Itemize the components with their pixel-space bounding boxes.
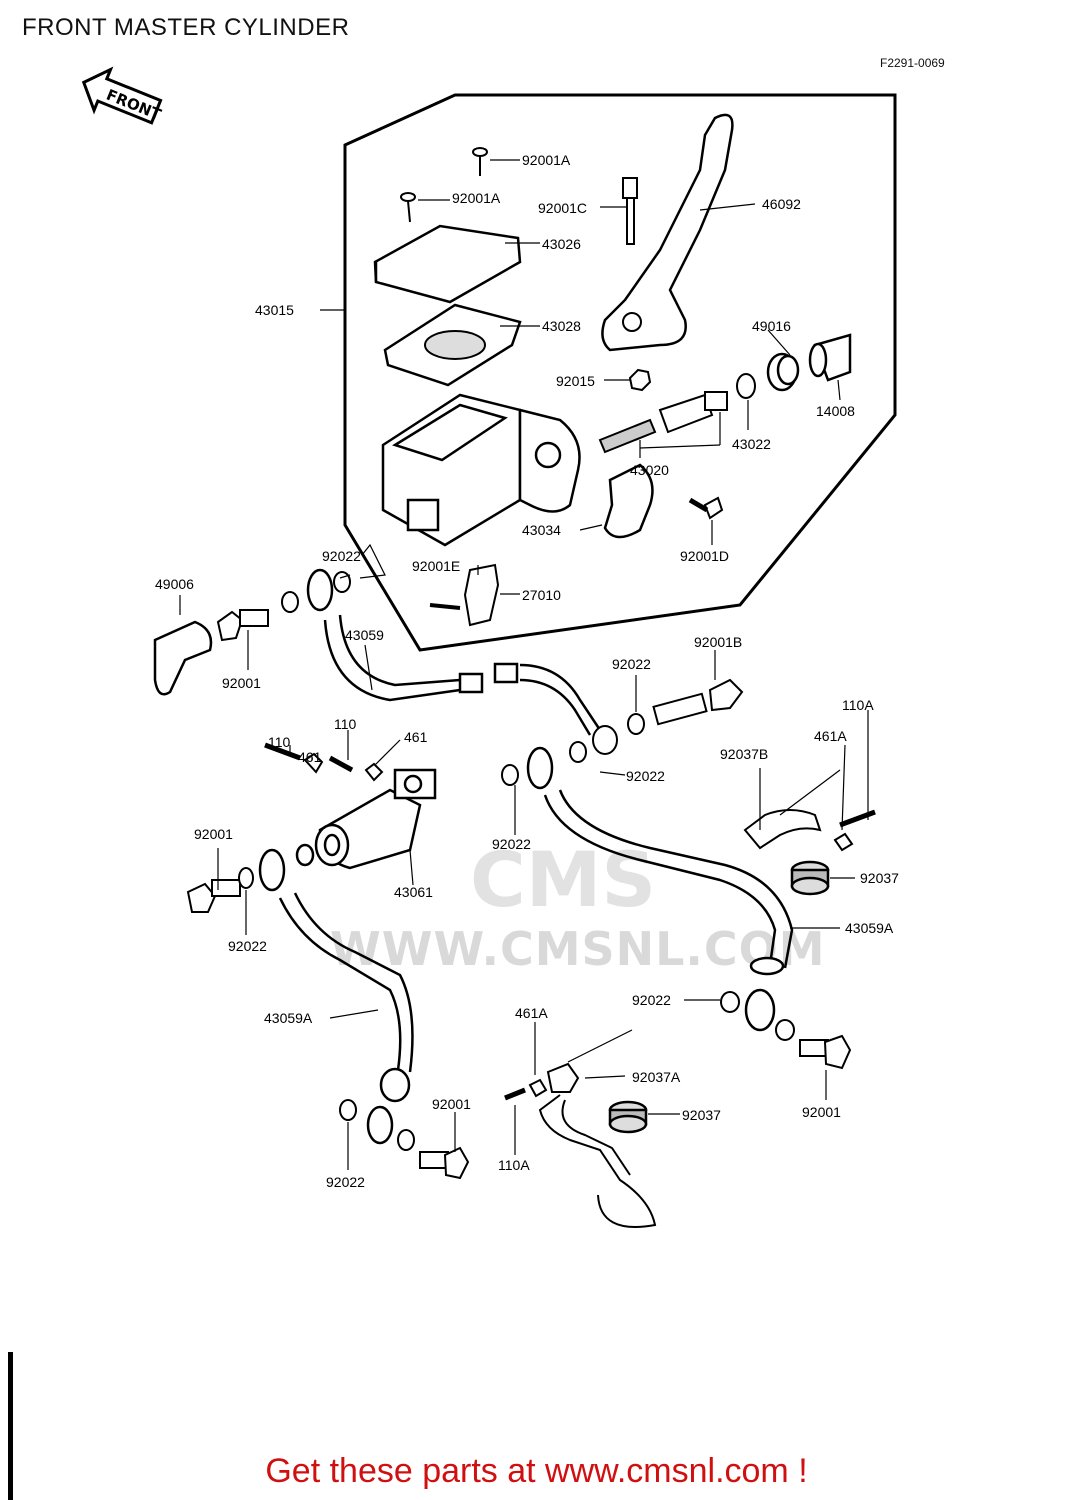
- banjo-bolt-icon: [799, 1034, 852, 1070]
- watermark-url: WWW.CMSNL.COM: [330, 922, 826, 976]
- watermark-logo: CMS: [470, 835, 657, 924]
- part-label-92001: 92001: [194, 826, 233, 842]
- washer-icon: [627, 713, 645, 735]
- part-label-92037A: 92037A: [632, 1069, 681, 1085]
- hose-clamp-92037B-icon: [743, 809, 822, 850]
- part-label-43061: 43061: [394, 884, 433, 900]
- master-cylinder-body-icon: [381, 393, 581, 547]
- three-way-joint-icon: [314, 768, 437, 870]
- dust-boot-icon: [766, 352, 800, 392]
- washer-icon: [720, 991, 740, 1013]
- part-label-461A: 461A: [515, 1005, 548, 1021]
- brake-hose-43059A-right-icon: [526, 746, 794, 1032]
- washer-icon: [333, 571, 351, 593]
- part-label-43059A: 43059A: [845, 920, 894, 936]
- front-arrow-icon: FRONT: [81, 66, 164, 125]
- part-label-92001A: 92001A: [522, 152, 571, 168]
- footer-link[interactable]: Get these parts at www.cmsnl.com !: [265, 1452, 808, 1490]
- bleeder-cap-icon: [153, 620, 213, 696]
- brake-hose-43059A-left-icon: [258, 843, 414, 1145]
- part-label-14008: 14008: [816, 403, 855, 419]
- part-label-461: 461: [298, 749, 322, 765]
- part-label-110: 110: [268, 734, 291, 750]
- part-label-92001A: 92001A: [452, 190, 501, 206]
- washer-icon: [736, 373, 756, 399]
- part-label-92022: 92022: [626, 768, 665, 784]
- page-title: FRONT MASTER CYLINDER: [22, 14, 350, 41]
- part-label-92015: 92015: [556, 373, 595, 389]
- hose-clamp-92037A-icon: [538, 1062, 657, 1228]
- screw-92001A-icon: [400, 147, 488, 223]
- part-label-110A: 110A: [498, 1157, 530, 1173]
- banjo-bolt-icon: [216, 609, 269, 642]
- part-label-43020: 43020: [630, 462, 669, 478]
- brake-hose-43059-icon: [306, 568, 602, 736]
- washer-icon: [775, 1019, 795, 1041]
- part-label-92001C: 92001C: [538, 200, 588, 216]
- brake-switch-icon: [429, 563, 500, 627]
- banjo-bolt-icon: [419, 1146, 470, 1180]
- bolt-92001D-icon: [688, 496, 724, 520]
- washer-icon: [339, 1099, 357, 1121]
- part-label-92037: 92037: [682, 1107, 721, 1123]
- part-label-49006: 49006: [155, 576, 194, 592]
- part-label-43059A: 43059A: [264, 1010, 313, 1026]
- reservoir-cap-icon: [373, 224, 522, 304]
- part-label-92022: 92022: [612, 656, 651, 672]
- part-label-92037: 92037: [860, 870, 899, 886]
- washer-icon: [569, 741, 587, 763]
- part-label-92001B: 92001B: [694, 634, 743, 650]
- nut-icon: [628, 368, 652, 392]
- pivot-bolt-icon: [622, 177, 638, 245]
- clamp-icon: [603, 463, 654, 539]
- part-label-46092: 46092: [762, 196, 801, 212]
- part-label-92022: 92022: [326, 1174, 365, 1190]
- assembly-outline: [343, 93, 897, 652]
- cover-icon: [808, 333, 852, 382]
- part-label-43022: 43022: [732, 436, 771, 452]
- part-label-92001D: 92001D: [680, 548, 730, 564]
- part-label-92001: 92001: [222, 675, 261, 691]
- part-label-92001: 92001: [802, 1104, 841, 1120]
- part-label-49016: 49016: [752, 318, 791, 334]
- edge-bar: [8, 1352, 13, 1500]
- washer-icon: [501, 764, 519, 786]
- part-label-92022: 92022: [632, 992, 671, 1008]
- brake-lever-icon: [601, 113, 734, 352]
- washer-icon: [238, 867, 254, 889]
- part-label-92001: 92001: [432, 1096, 471, 1112]
- piston-assembly-icon: [598, 391, 728, 454]
- part-label-461: 461: [404, 729, 428, 745]
- part-label-43026: 43026: [542, 236, 581, 252]
- part-label-92022: 92022: [492, 836, 531, 852]
- grommet-icon: [790, 860, 830, 896]
- diagram-reference-code: F2291-0069: [880, 56, 945, 70]
- part-label-27010: 27010: [522, 587, 561, 603]
- banjo-bolt-92001B-icon: [652, 678, 744, 726]
- leader-lines: [179, 159, 869, 1170]
- part-label-92037B: 92037B: [720, 746, 769, 762]
- banjo-bolt-icon: [186, 879, 241, 913]
- part-label-92022: 92022: [228, 938, 267, 954]
- part-label-461A: 461A: [814, 728, 847, 744]
- part-label-110: 110: [334, 716, 357, 732]
- part-label-43034: 43034: [522, 522, 561, 538]
- part-label-43015: 43015: [255, 302, 294, 318]
- part-label-92022: 92022: [322, 548, 361, 564]
- part-label-43059: 43059: [345, 627, 384, 643]
- part-label-110A: 110A: [842, 697, 874, 713]
- part-label-43028: 43028: [542, 318, 581, 334]
- washer-icon: [397, 1129, 415, 1151]
- grommet-icon: [608, 1100, 648, 1134]
- part-label-92001E: 92001E: [412, 558, 461, 574]
- washer-icon: [281, 591, 299, 613]
